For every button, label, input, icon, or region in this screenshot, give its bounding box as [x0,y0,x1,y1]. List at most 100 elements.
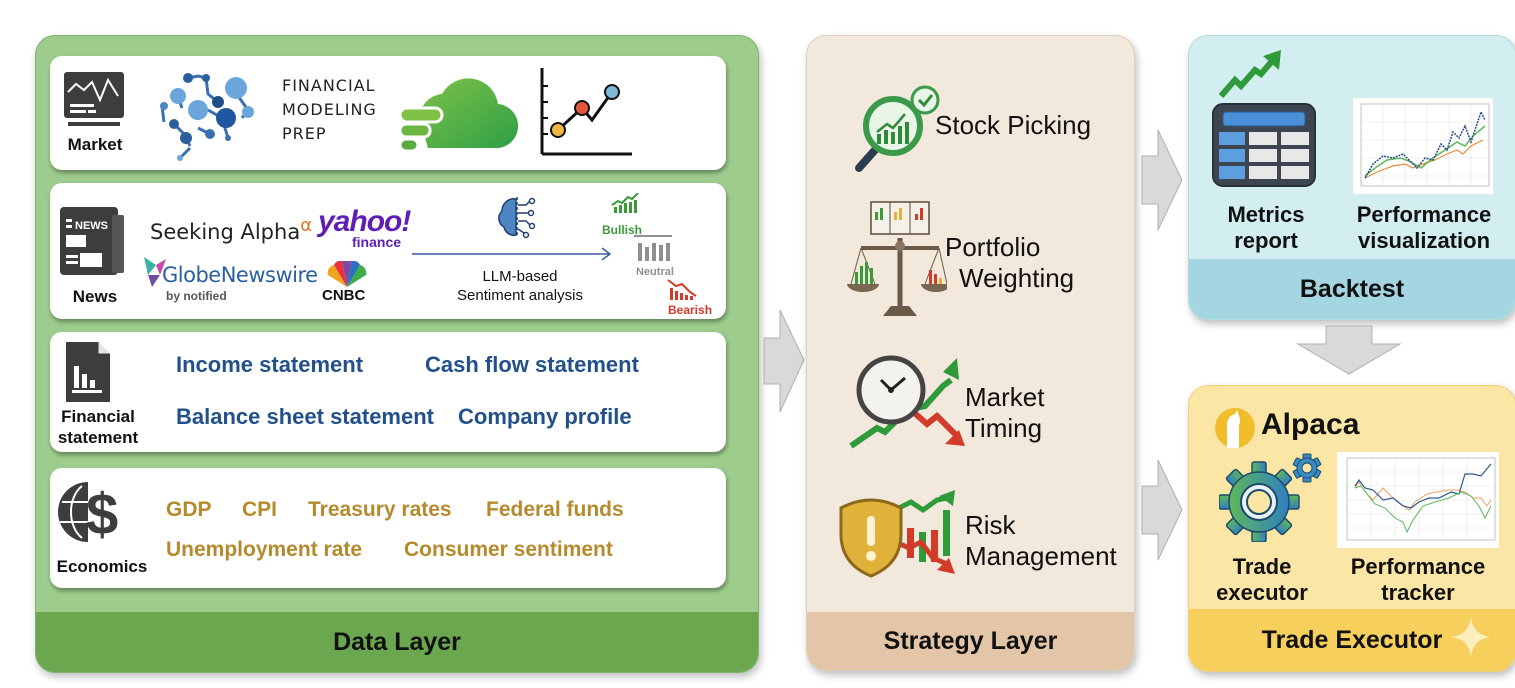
company-profile-item: Company profile [458,404,632,429]
risk-line-2: Management [965,541,1117,571]
cnbc-text: CNBC [322,287,366,304]
executor-line-2: executor [1216,580,1308,605]
bullish-label: Bullish [602,223,643,237]
line-chart-icon [540,68,632,156]
trade-executor-panel: Alpaca [1188,385,1515,672]
market-timing-clock-icon [849,355,965,449]
econ-unemployment-rate: Unemployment rate [166,538,363,561]
fmp-line-3: Prep [282,124,327,143]
market-timing-label: Market Timing [965,382,1044,444]
cash-flow-statement-item: Cash flow statement [425,352,639,377]
financial-statement-label: Financial statement [52,406,144,448]
backtest-title: Backtest [1299,274,1405,303]
news-label: News [72,287,118,306]
green-cloud-logo [400,78,519,153]
portfolio-line-2: Weighting [959,263,1075,293]
financial-document-icon [66,342,110,402]
performance-tracker-label: Performance tracker [1341,554,1495,606]
balance-sheet-item: Balance sheet statement [176,404,434,429]
market-label: Market [67,135,123,154]
economics-label: Economics [56,557,148,576]
risk-shield-icon [839,490,955,578]
trade-executor-footer: Trade Executor [1189,609,1515,671]
trade-executor-gear-icon [1219,453,1322,542]
trend-up-arrow-icon [1218,50,1281,98]
economics-card: $ Economics GDP CPI Treasury rates Feder… [50,468,726,588]
stock-picking-magnifier-icon [855,85,940,172]
econ-cpi: CPI [242,498,278,521]
arrow-strategy-to-backtest [1141,129,1183,231]
income-statement-item: Income statement [176,352,364,377]
svg-text:$: $ [86,482,118,547]
strategy-layer-footer: Strategy Layer [807,612,1134,670]
viz-line-2: visualization [1357,228,1491,253]
arrow-data-to-strategy [763,309,805,413]
neutral-chart-icon [634,235,672,261]
bearish-chart-icon [667,279,697,300]
analysis-line-2: Sentiment analysis [457,287,583,304]
bearish-label: Bearish [668,303,713,317]
strategy-line-green [1364,125,1486,177]
news-card: NEWS News Seeking Alphaα GlobeNewswire b… [50,183,726,319]
seeking-alpha-logo: Seeking Alphaα [150,215,312,244]
stock-picking-label: Stock Picking [935,110,1092,140]
backtest-panel: Metrics report Performance visualization… [1188,35,1515,320]
sparkle-icon [1451,617,1491,657]
trade-executor-title: Trade Executor [1261,625,1443,654]
metrics-line-1: Metrics [1227,202,1305,227]
financial-statement-card: Financial statement Income statement Cas… [50,332,726,452]
market-card: Market [50,56,726,170]
brain-ai-icon [498,197,536,239]
strategy-layer-title: Strategy Layer [883,626,1058,655]
risk-line-1: Risk [965,510,1016,540]
fmp-wordmark: Financial Modeling Prep [282,74,377,146]
data-layer-panel: Market [35,35,759,673]
tracker-line-blue [1354,463,1492,509]
market-timing-line-2: Timing [965,413,1043,443]
econ-consumer-sentiment: Consumer sentiment [404,538,613,561]
analysis-line-1: LLM-based [482,268,558,285]
econ-federal-funds: Federal funds [486,498,624,521]
globenewswire-logo-mark [144,257,166,287]
seeking-alpha-text: Seeking Alpha [150,220,301,244]
fin-label-line-2: statement [57,428,139,447]
svg-text:NEWS: NEWS [75,220,108,232]
metrics-table-icon [1212,103,1316,187]
portfolio-line-1: Portfolio [945,232,1041,262]
analysis-arrow [412,247,612,261]
backtest-footer: Backtest [1189,259,1515,319]
data-layer-footer: Data Layer [36,612,758,672]
neutral-label: Neutral [636,266,674,278]
bullish-chart-icon [611,193,639,213]
alpaca-logo-icon [1215,408,1255,448]
strategy-line-blue [1364,110,1486,179]
fmp-line-1: Financial [282,76,376,95]
alpha-symbol: α [300,215,313,236]
yahoo-finance-sub: finance [352,234,402,250]
executor-line-1: Trade [1232,554,1292,579]
yahoo-finance-logo: yahoo! [318,205,411,238]
tracker-line-orange [1354,481,1492,511]
tracker-line-1: Performance [1350,554,1486,579]
risk-management-label: Risk Management [965,510,1117,572]
sentiment-analysis-label: LLM-based Sentiment analysis [430,267,610,305]
viz-line-1: Performance [1356,202,1492,227]
fmp-network-logo [160,73,254,161]
fmp-line-2: Modeling [282,100,377,119]
globenewswire-sub: by notified [166,289,227,303]
globe-dollar-icon: $ [58,482,118,547]
data-layer-title: Data Layer [333,627,461,656]
metrics-line-2: report [1234,228,1298,253]
market-timing-line-1: Market [965,382,1045,412]
alpaca-brand: Alpaca [1261,408,1360,441]
globenewswire-text: GlobeNewswire [162,263,318,287]
fin-label-line-1: Financial [61,407,135,426]
tracker-line-green [1354,485,1492,534]
arrow-backtest-to-executor [1296,325,1402,375]
econ-gdp: GDP [166,498,212,521]
portfolio-scale-icon [847,201,947,316]
market-monitor-icon [64,72,124,126]
cnbc-peacock-icon [327,261,367,287]
portfolio-weighting-label: Portfolio Weighting [945,232,1074,294]
metrics-report-label: Metrics report [1203,202,1329,254]
